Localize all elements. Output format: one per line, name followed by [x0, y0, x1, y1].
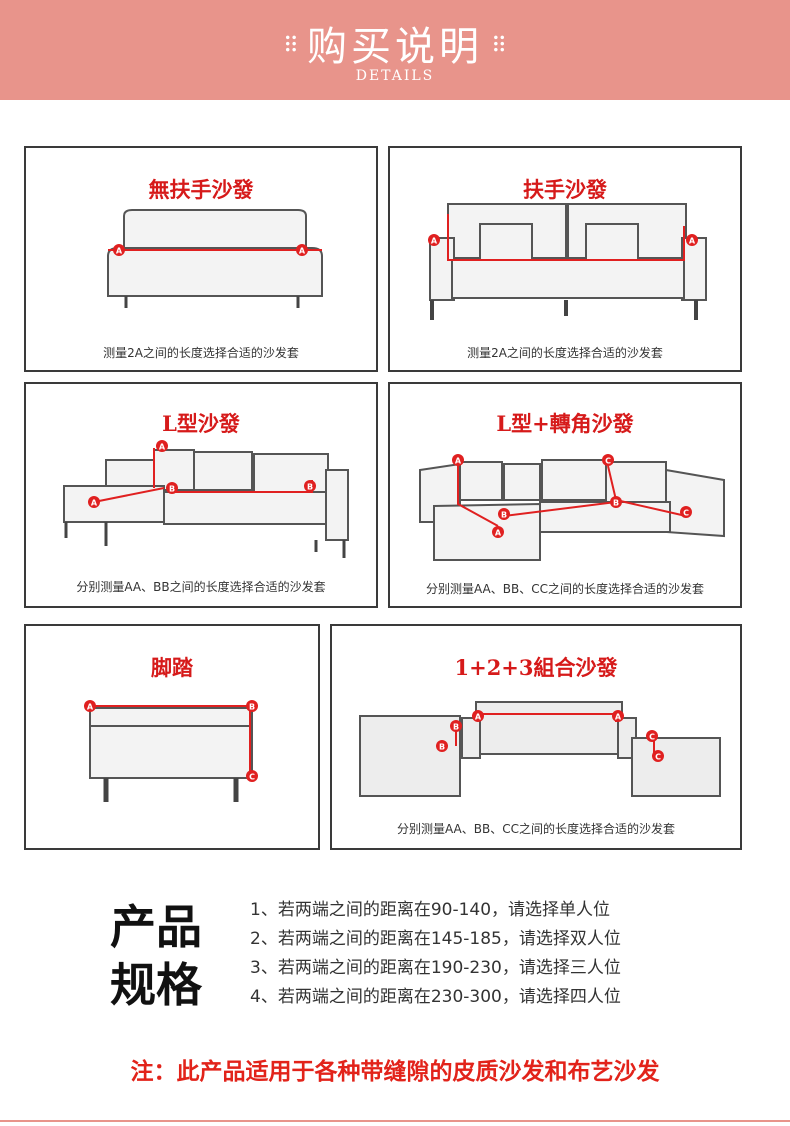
marker-b-icon: B — [610, 496, 622, 508]
panel-title: 扶手沙發 — [523, 177, 607, 202]
svg-text:A: A — [299, 247, 306, 256]
svg-text:A: A — [431, 237, 438, 246]
svg-text:C: C — [649, 733, 655, 742]
spec-item: 1、若两端之间的距离在90-140，请选择单人位 — [250, 900, 611, 920]
svg-text:A: A — [455, 457, 462, 466]
panel-caption: 测量2A之间的长度选择合适的沙发套 — [103, 346, 299, 360]
panel-caption: 分别测量AA、BB、CC之间的长度选择合适的沙发套 — [426, 582, 704, 596]
footstool-illustration: A B C — [84, 700, 258, 802]
svg-text:B: B — [501, 511, 507, 520]
panel-footstool: 脚踏 A B C — [24, 624, 320, 850]
marker-c-icon: C — [246, 770, 258, 782]
spec-item: 2、若两端之间的距离在145-185，请选择双人位 — [250, 929, 621, 949]
marker-a-icon: A — [113, 244, 125, 256]
svg-text:C: C — [249, 773, 255, 782]
spec-item: 4、若两端之间的距离在230-300，请选择四人位 — [250, 987, 621, 1007]
panel-title: L型沙發 — [162, 411, 240, 436]
marker-b-icon: B — [246, 700, 258, 712]
spec-heading-line: 产品 — [110, 900, 202, 954]
arm-sofa-illustration: A A — [428, 203, 707, 320]
marker-c-icon: C — [646, 730, 658, 742]
spec-heading-line: 规格 — [110, 958, 202, 1012]
svg-text:A: A — [159, 443, 166, 452]
marker-b-icon: B — [304, 480, 316, 492]
marker-a-icon: A — [84, 700, 96, 712]
panel-title: 脚踏 — [151, 655, 193, 680]
svg-text:A: A — [615, 713, 622, 722]
spec-item: 3、若两端之间的距离在190-230，请选择三人位 — [250, 958, 621, 978]
panel-title: L型+轉角沙發 — [496, 411, 634, 436]
marker-b-icon: B — [498, 508, 510, 520]
header-banner: ⠿ 购买说明 ⠿ DETAILS — [0, 0, 790, 100]
svg-text:C: C — [605, 457, 611, 466]
panel-caption: 分别测量AA、BB之间的长度选择合适的沙发套 — [76, 580, 326, 594]
svg-text:A: A — [87, 703, 94, 712]
svg-text:B: B — [453, 723, 459, 732]
marker-c-icon: C — [652, 750, 664, 762]
svg-text:B: B — [169, 485, 175, 494]
spec-list: 1、若两端之间的距离在90-140，请选择单人位 2、若两端之间的距离在145-… — [250, 896, 621, 1012]
svg-text:A: A — [475, 713, 482, 722]
panel-armless-sofa: 無扶手沙發 A A 测量2A之间的长度选择合适的沙发套 — [24, 146, 378, 372]
panel-combo-sofa: 1+2+3組合沙發 A A B B C — [330, 624, 742, 850]
marker-b-icon: B — [450, 720, 462, 732]
marker-a-icon: A — [88, 496, 100, 508]
svg-text:B: B — [249, 703, 255, 712]
panel-title: 無扶手沙發 — [148, 177, 254, 202]
footer-divider — [0, 1120, 790, 1122]
svg-text:B: B — [613, 499, 619, 508]
marker-a-icon: A — [492, 526, 504, 538]
marker-a-icon: A — [612, 710, 624, 722]
marker-c-icon: C — [680, 506, 692, 518]
svg-text:B: B — [439, 743, 445, 752]
dots-left-icon: ⠿ — [282, 33, 299, 59]
page-title-text: 购买说明 — [307, 24, 483, 70]
svg-text:C: C — [655, 753, 661, 762]
marker-a-icon: A — [452, 454, 464, 466]
marker-b-icon: B — [166, 482, 178, 494]
l-sofa-illustration: A A B B — [63, 440, 349, 558]
svg-text:C: C — [683, 509, 689, 518]
svg-text:A: A — [116, 247, 123, 256]
armless-sofa-illustration: A A — [107, 209, 323, 308]
usage-note: 注：此产品适用于各种带缝隙的皮质沙发和布艺沙发 — [130, 1059, 660, 1085]
spec-heading: 产品 规格 — [110, 898, 220, 1014]
svg-text:A: A — [689, 237, 696, 246]
panel-l-sofa: L型沙發 A A B B 分别测量AA、B — [24, 382, 378, 608]
panel-l-corner-sofa: L型+轉角沙發 A A B B — [388, 382, 742, 608]
page-subtitle: DETAILS — [355, 68, 435, 84]
marker-a-icon: A — [428, 234, 440, 246]
page-title: ⠿ 购买说明 ⠿ — [0, 14, 790, 72]
svg-text:A: A — [495, 529, 502, 538]
marker-b-icon: B — [436, 740, 448, 752]
combo-sofa-illustration: A A B B C C — [359, 701, 721, 797]
marker-a-icon: A — [156, 440, 168, 452]
panel-title: 1+2+3組合沙發 — [454, 655, 618, 680]
panel-caption: 分别测量AA、BB、CC之间的长度选择合适的沙发套 — [397, 822, 675, 836]
dots-right-icon: ⠿ — [491, 33, 508, 59]
panel-arm-sofa: 扶手沙發 A A 测量2A之间的长度选择合适的沙发套 — [388, 146, 742, 372]
svg-text:A: A — [91, 499, 98, 508]
svg-text:B: B — [307, 483, 313, 492]
marker-a-icon: A — [472, 710, 484, 722]
marker-a-icon: A — [296, 244, 308, 256]
l-corner-sofa-illustration: A A B B C C — [419, 454, 725, 561]
marker-c-icon: C — [602, 454, 614, 466]
marker-a-icon: A — [686, 234, 698, 246]
panel-caption: 测量2A之间的长度选择合适的沙发套 — [467, 346, 663, 360]
